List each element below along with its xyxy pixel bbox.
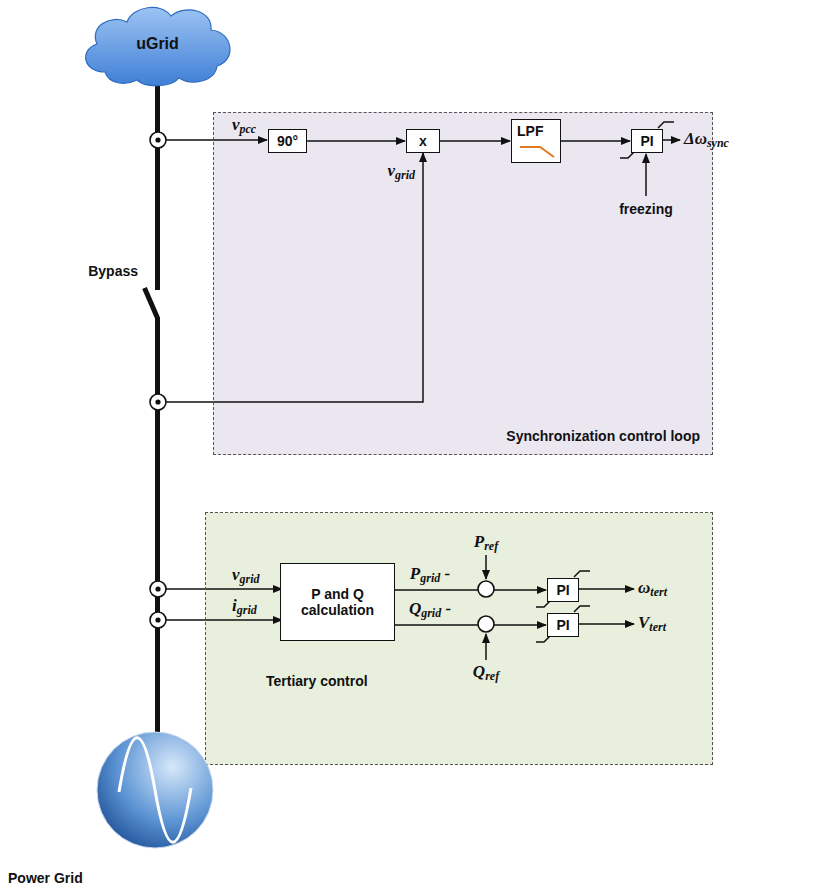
signal-connector — [440, 140, 510, 142]
node-text: Power Grid — [8, 870, 83, 886]
power-grid-source: Power Grid — [5, 730, 220, 890]
vpcc-wire — [165, 139, 267, 141]
qref-wire — [485, 634, 487, 660]
node-text: PI — [552, 582, 573, 598]
signal-name: Vtert — [638, 614, 666, 634]
signal-name: Pref — [474, 533, 498, 553]
node-text: LPF — [517, 123, 543, 139]
node-text: P and Q calculation — [281, 586, 394, 618]
sync-panel: Synchronization control loop 90° x LPF PI — [213, 112, 713, 455]
vtert-wire — [578, 623, 634, 625]
pq-calculation-box: P and Q calculation — [280, 563, 395, 641]
node-text: Tertiary control — [266, 673, 368, 689]
signal-name: Qgrid - — [409, 600, 451, 620]
signal-name: ωtert — [638, 579, 667, 599]
ugrid-cloud: uGrid — [75, 2, 240, 87]
filter-symbol — [518, 143, 558, 159]
signal-connector — [395, 624, 546, 626]
vgrid-input-wire — [165, 588, 282, 590]
signal-name: igrid — [232, 597, 257, 617]
pi-limit-marks — [536, 122, 674, 642]
signal-connector — [307, 140, 405, 142]
switch-label: Bypass — [88, 264, 138, 279]
signal-name: Qref — [473, 663, 499, 683]
sum-junctions — [478, 581, 494, 632]
input-note: freezing — [619, 202, 673, 217]
lowpass-filter-box: LPF — [511, 119, 561, 163]
freezing-wire — [645, 154, 647, 196]
node-text: PI — [636, 133, 657, 149]
tertiary-panel: Tertiary controlP and Q calculationPIPI — [205, 512, 713, 765]
vgrid-wire — [165, 153, 423, 402]
wtert-wire — [578, 588, 634, 590]
node-text: uGrid — [136, 35, 179, 53]
signal-connector — [395, 589, 546, 591]
signal-connector — [561, 140, 630, 142]
pref-wire — [485, 555, 487, 579]
igrid-input-wire — [165, 619, 282, 621]
pi-controller-box: PI — [631, 129, 663, 153]
sync-panel-fill — [213, 112, 713, 455]
grid-source-circle — [5, 730, 220, 855]
node-text: Synchronization control loop — [506, 428, 700, 444]
sensor-points — [150, 132, 166, 628]
pi-controller-box: PI — [547, 578, 579, 602]
multiplier-box: x — [406, 129, 440, 153]
sync-output-wire — [662, 139, 680, 141]
pi-controller-box: PI — [547, 613, 579, 637]
signal-name: vgrid — [387, 162, 415, 182]
signal-name: vpcc — [232, 116, 256, 136]
tertiary-panel-fill — [205, 512, 713, 765]
node-text: PI — [552, 617, 573, 633]
node-text: x — [415, 133, 431, 149]
node-text: 90° — [273, 133, 302, 149]
signal-name: Δωsync — [684, 130, 729, 150]
signal-name: vgrid — [232, 566, 260, 586]
signal-name: Pgrid - — [410, 565, 450, 585]
phase-shift-box: 90° — [268, 129, 307, 153]
